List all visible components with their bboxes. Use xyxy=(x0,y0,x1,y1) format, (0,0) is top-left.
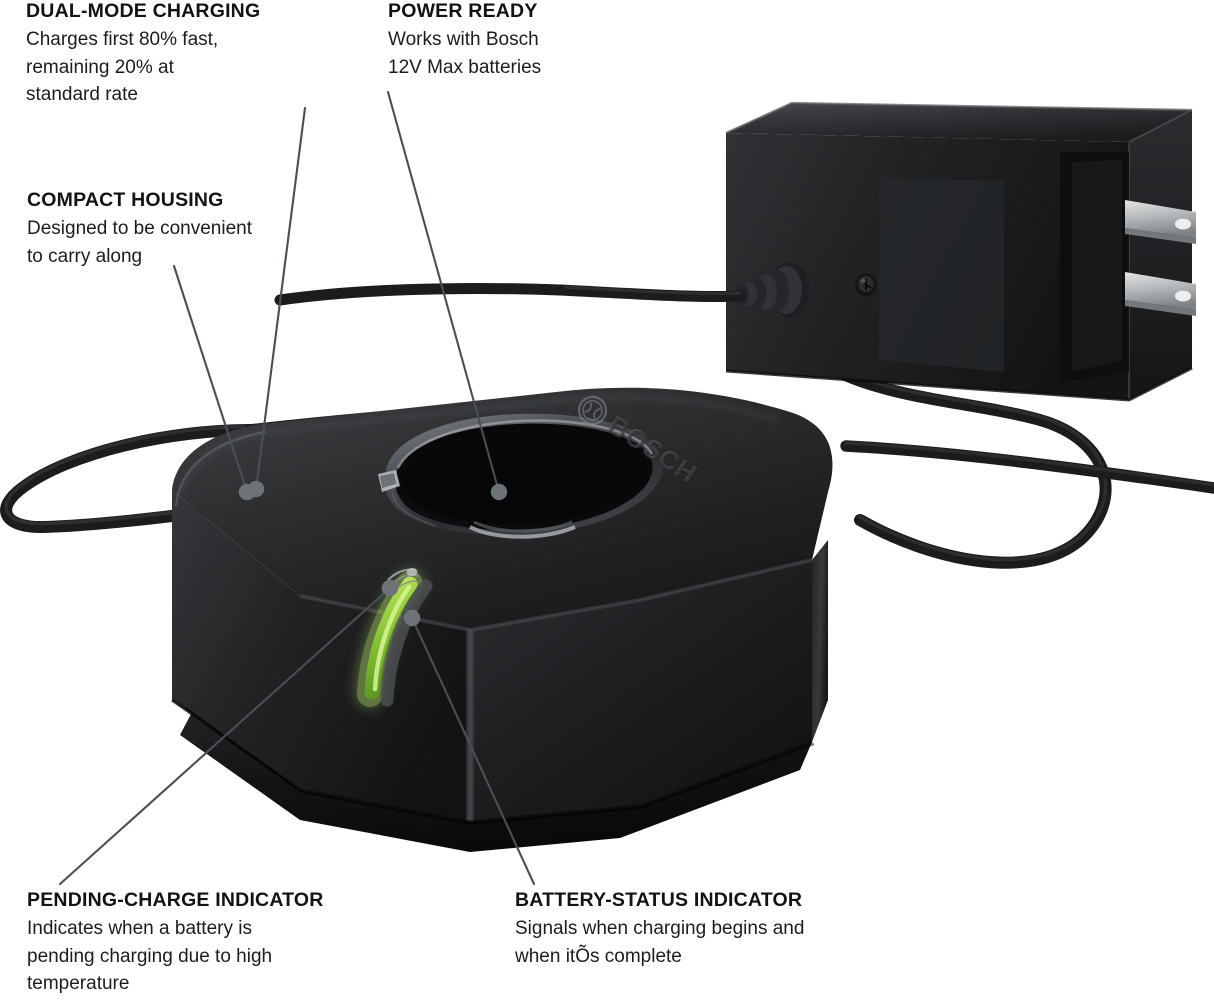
callout-body: Indicates when a battery is pending char… xyxy=(27,915,324,998)
callout-line: Designed to be convenient xyxy=(27,218,252,239)
callout-body: Works with Bosch 12V Max batteries xyxy=(388,26,541,81)
callout-line: temperature xyxy=(27,973,130,995)
callout-battery-status-indicator: BATTERY-STATUS INDICATOR Signals when ch… xyxy=(515,889,804,970)
charger-base: BOSCH BOSCH xyxy=(171,387,833,852)
cable-strain-relief xyxy=(735,262,809,318)
leader-dot-power xyxy=(490,483,508,501)
callout-line: when itÕs complete xyxy=(515,945,682,967)
leader-lines xyxy=(58,90,536,886)
housing-screw xyxy=(855,273,877,297)
leader-dots xyxy=(238,480,508,627)
callout-line: pending charging due to high xyxy=(27,945,273,967)
callout-body: Designed to be convenient to carry along xyxy=(27,215,252,270)
callout-line: Works with Bosch xyxy=(388,29,539,50)
callout-line: Indicates when a battery is xyxy=(27,918,252,939)
callout-line: to carry along xyxy=(27,245,143,267)
callout-title: POWER READY xyxy=(388,0,538,22)
callout-line: remaining 20% at xyxy=(26,56,174,78)
battery-dock-recess xyxy=(378,413,664,539)
callout-title: BATTERY-STATUS INDICATOR xyxy=(515,889,803,911)
leader-dot-compact xyxy=(238,483,256,501)
wall-power-adapter xyxy=(274,101,1196,402)
callout-pending-charge-indicator: PENDING-CHARGE INDICATOR Indicates when … xyxy=(27,889,324,998)
leader-dot-battery xyxy=(403,609,421,627)
callout-line: 12V Max batteries xyxy=(388,56,542,78)
callout-body: Signals when charging begins and when it… xyxy=(515,915,804,970)
callout-title: PENDING-CHARGE INDICATOR xyxy=(27,889,324,911)
ac-blade-prongs xyxy=(1125,200,1196,316)
callout-title: COMPACT HOUSING xyxy=(27,189,224,211)
callout-dual-mode-charging: DUAL-MODE CHARGING Charges first 80% fas… xyxy=(26,0,260,109)
green-led-arc xyxy=(357,571,433,707)
callout-line: standard rate xyxy=(26,84,138,106)
callout-line: Charges first 80% fast, xyxy=(26,29,219,50)
callout-body: Charges first 80% fast, remaining 20% at… xyxy=(26,26,260,109)
leader-dot-pending xyxy=(381,579,399,597)
callout-power-ready: POWER READY Works with Bosch 12V Max bat… xyxy=(388,0,541,81)
callout-compact-housing: COMPACT HOUSING Designed to be convenien… xyxy=(27,189,252,270)
callout-title: DUAL-MODE CHARGING xyxy=(26,0,261,22)
callout-line: Signals when charging begins and xyxy=(515,918,805,939)
